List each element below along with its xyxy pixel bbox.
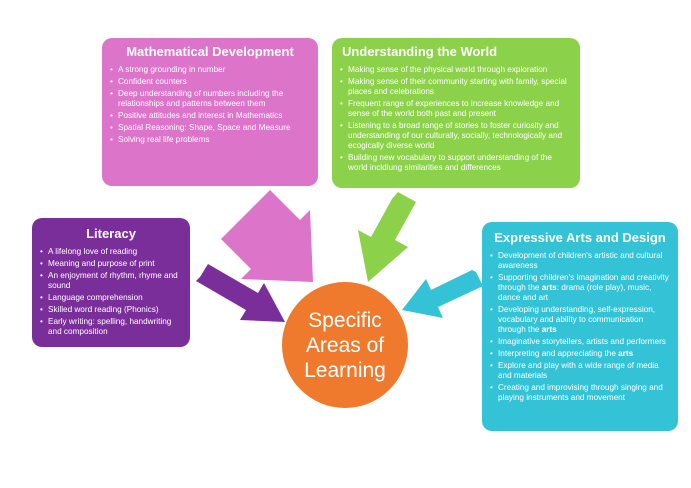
center-line-3: Learning [304,358,386,382]
list-item-text: Developing understanding, self-expressio… [498,305,656,334]
literacy-list: A lifelong love of readingMeaning and pu… [40,247,182,337]
list-item: Developing understanding, self-expressio… [490,305,670,335]
list-item: Frequent range of experiences to increas… [340,99,572,119]
list-item: Confident counters [110,77,310,87]
understanding-world-title: Understanding the World [342,44,498,59]
literacy-box: Literacy A lifelong love of readingMeani… [32,218,190,347]
center-line-2: Areas of [305,333,385,357]
list-item-emphasis: arts [541,325,557,334]
list-item: Development of children's artistic and c… [490,251,670,271]
list-item: Solving real life problems [110,135,310,145]
list-item: An enjoyment of rhythm, rhyme and sound [40,271,182,291]
list-item: Skilled word reading (Phonics) [40,305,182,315]
literacy-arrow [196,264,285,322]
math-development-title: Mathematical Development [126,44,294,59]
math-development-box: Mathematical Development A strong ground… [102,38,318,186]
list-item: Making sense of the physical world throu… [340,65,572,75]
expressive-arts-title: Expressive Arts and Design [494,230,666,245]
understanding-world-list: Making sense of the physical world throu… [340,65,572,173]
list-item: A strong grounding in number [110,65,310,75]
list-item: Spatial Reasoning: Shape, Space and Meas… [110,123,310,133]
list-item-text: Interpreting and appreciating the [498,349,619,358]
list-item: Deep understanding of numbers including … [110,89,310,109]
list-item-emphasis: arts [541,283,557,292]
literacy-title: Literacy [86,226,136,241]
arts-arrow [402,270,483,318]
expressive-arts-list: Development of children's artistic and c… [490,251,670,403]
list-item: Creating and improvising through singing… [490,383,670,403]
list-item-emphasis: arts [618,349,634,358]
list-item: Supporting children's imagination and cr… [490,273,670,303]
list-item: Interpreting and appreciating the arts [490,349,670,359]
understanding-world-box: Understanding the World Making sense of … [332,38,580,188]
list-item: Listening to a broad range of stories to… [340,121,572,151]
list-item: Imaginative storytellers, artists and pe… [490,337,670,347]
list-item: Explore and play with a wide range of me… [490,361,670,381]
list-item-text: Supporting children's imagination and cr… [498,273,669,292]
world-arrow [358,192,416,282]
math-arrow [221,190,313,282]
list-item-text: : drama (role play), music, dance and ar… [498,283,652,302]
list-item: Building new vocabulary to support under… [340,153,572,173]
center-circle: Specific Areas of Learning [282,282,408,408]
list-item: Early writing: spelling, handwriting and… [40,317,182,337]
list-item: Making sense of their community starting… [340,77,572,97]
list-item: A lifelong love of reading [40,247,182,257]
center-line-1: Specific [308,308,382,332]
list-item: Meaning and purpose of print [40,259,182,269]
list-item: Language comprehension [40,293,182,303]
math-development-list: A strong grounding in numberConfident co… [110,65,310,145]
expressive-arts-box: Expressive Arts and Design Development o… [482,222,678,431]
list-item: Positive attitudes and interest in Mathe… [110,111,310,121]
